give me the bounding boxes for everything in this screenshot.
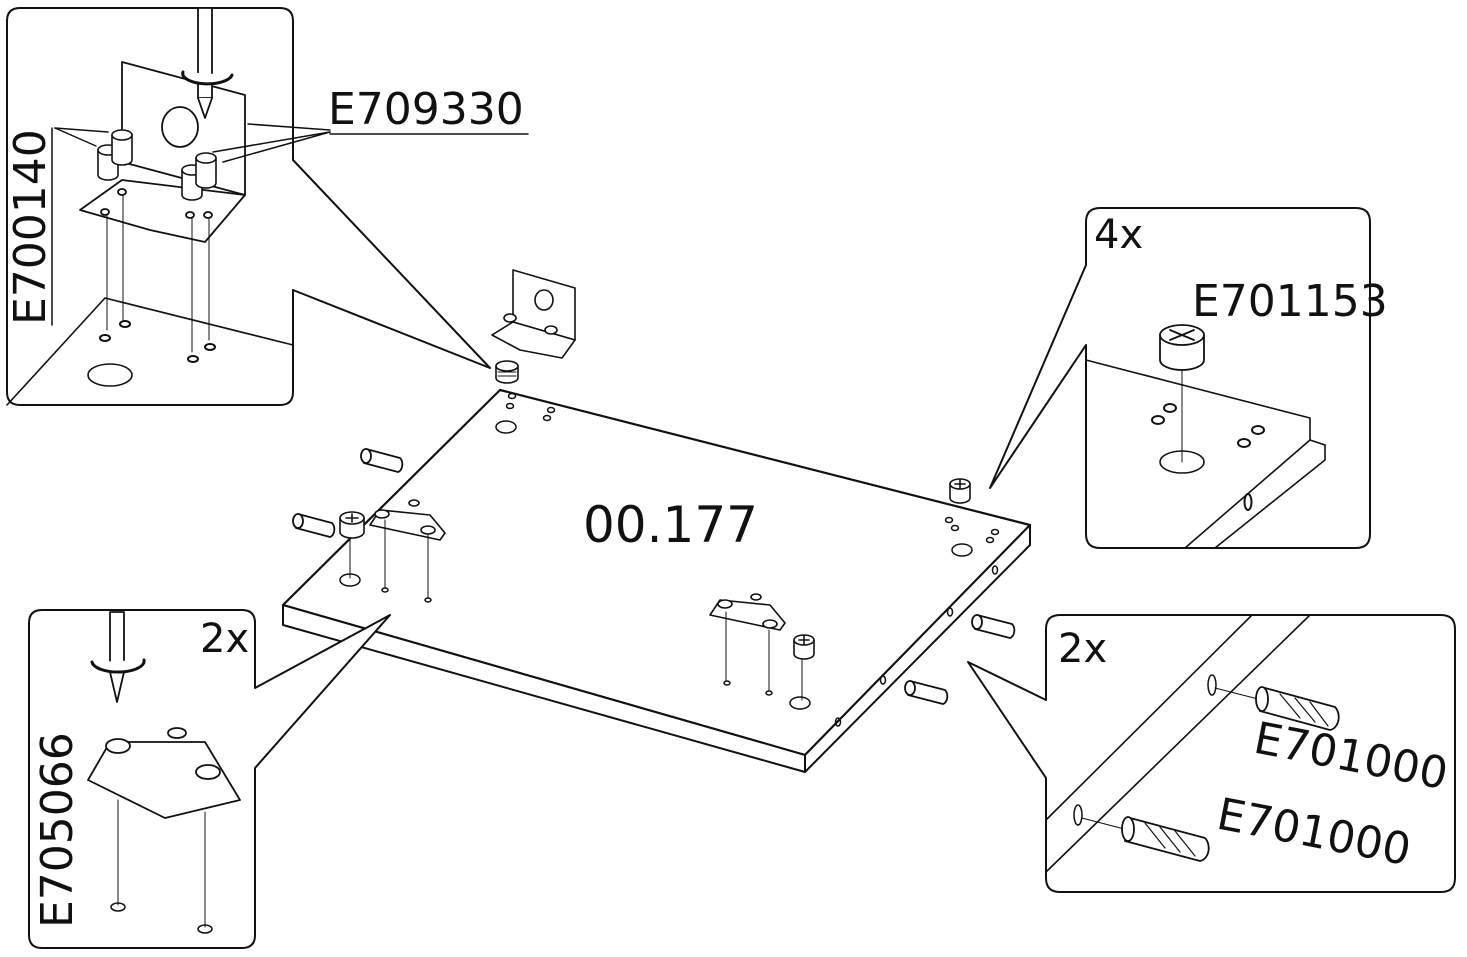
quantity-2x-left: 2x: [200, 616, 249, 662]
cam-fitting-icon: [949, 478, 971, 504]
part-label-e709330: E709330: [328, 84, 524, 135]
screwdriver-icon: [181, 7, 234, 119]
screwdriver-icon: [90, 611, 146, 703]
callout-top-left: E709330 E700140: [5, 7, 529, 406]
dowel-icon: [971, 614, 1016, 639]
hinge-plate-icon: [709, 593, 786, 691]
panel-holes: [339, 392, 1000, 727]
leader-lines: [51, 123, 529, 326]
main-panel: [281, 388, 1032, 773]
quantity-2x-right: 2x: [1058, 626, 1107, 672]
cam-fitting-icon: [793, 634, 815, 701]
dowel-icon: [1121, 816, 1210, 862]
callout-bottom-right: 2x E701000 E701000: [967, 614, 1456, 893]
screw-icon: [495, 360, 519, 384]
angle-bracket-small: [491, 269, 576, 359]
part-label-e705066: E705066: [32, 732, 83, 928]
cam-fittings: [339, 360, 971, 701]
part-label-e700140: E700140: [5, 129, 56, 325]
dowel-icon: [1255, 686, 1340, 731]
part-label-e701153: E701153: [1192, 276, 1388, 327]
hinge-plates: [369, 499, 786, 691]
cam-lock-icon: [1159, 324, 1205, 463]
hinge-plate-icon: [87, 727, 241, 928]
callout-bottom-left: 2x E705066: [28, 609, 391, 949]
dowel-icon: [292, 513, 336, 538]
callout-right-top: 4x E701153: [989, 207, 1388, 549]
cam-fitting-icon: [339, 511, 365, 579]
screws-icon: [97, 129, 217, 201]
quantity-4x: 4x: [1094, 212, 1143, 258]
dowel-icon: [360, 448, 404, 473]
hinge-plate-icon: [369, 499, 446, 599]
main-part-label: 00.177: [583, 496, 758, 554]
dowel-icon: [904, 680, 949, 705]
loose-dowels: [292, 448, 1016, 705]
